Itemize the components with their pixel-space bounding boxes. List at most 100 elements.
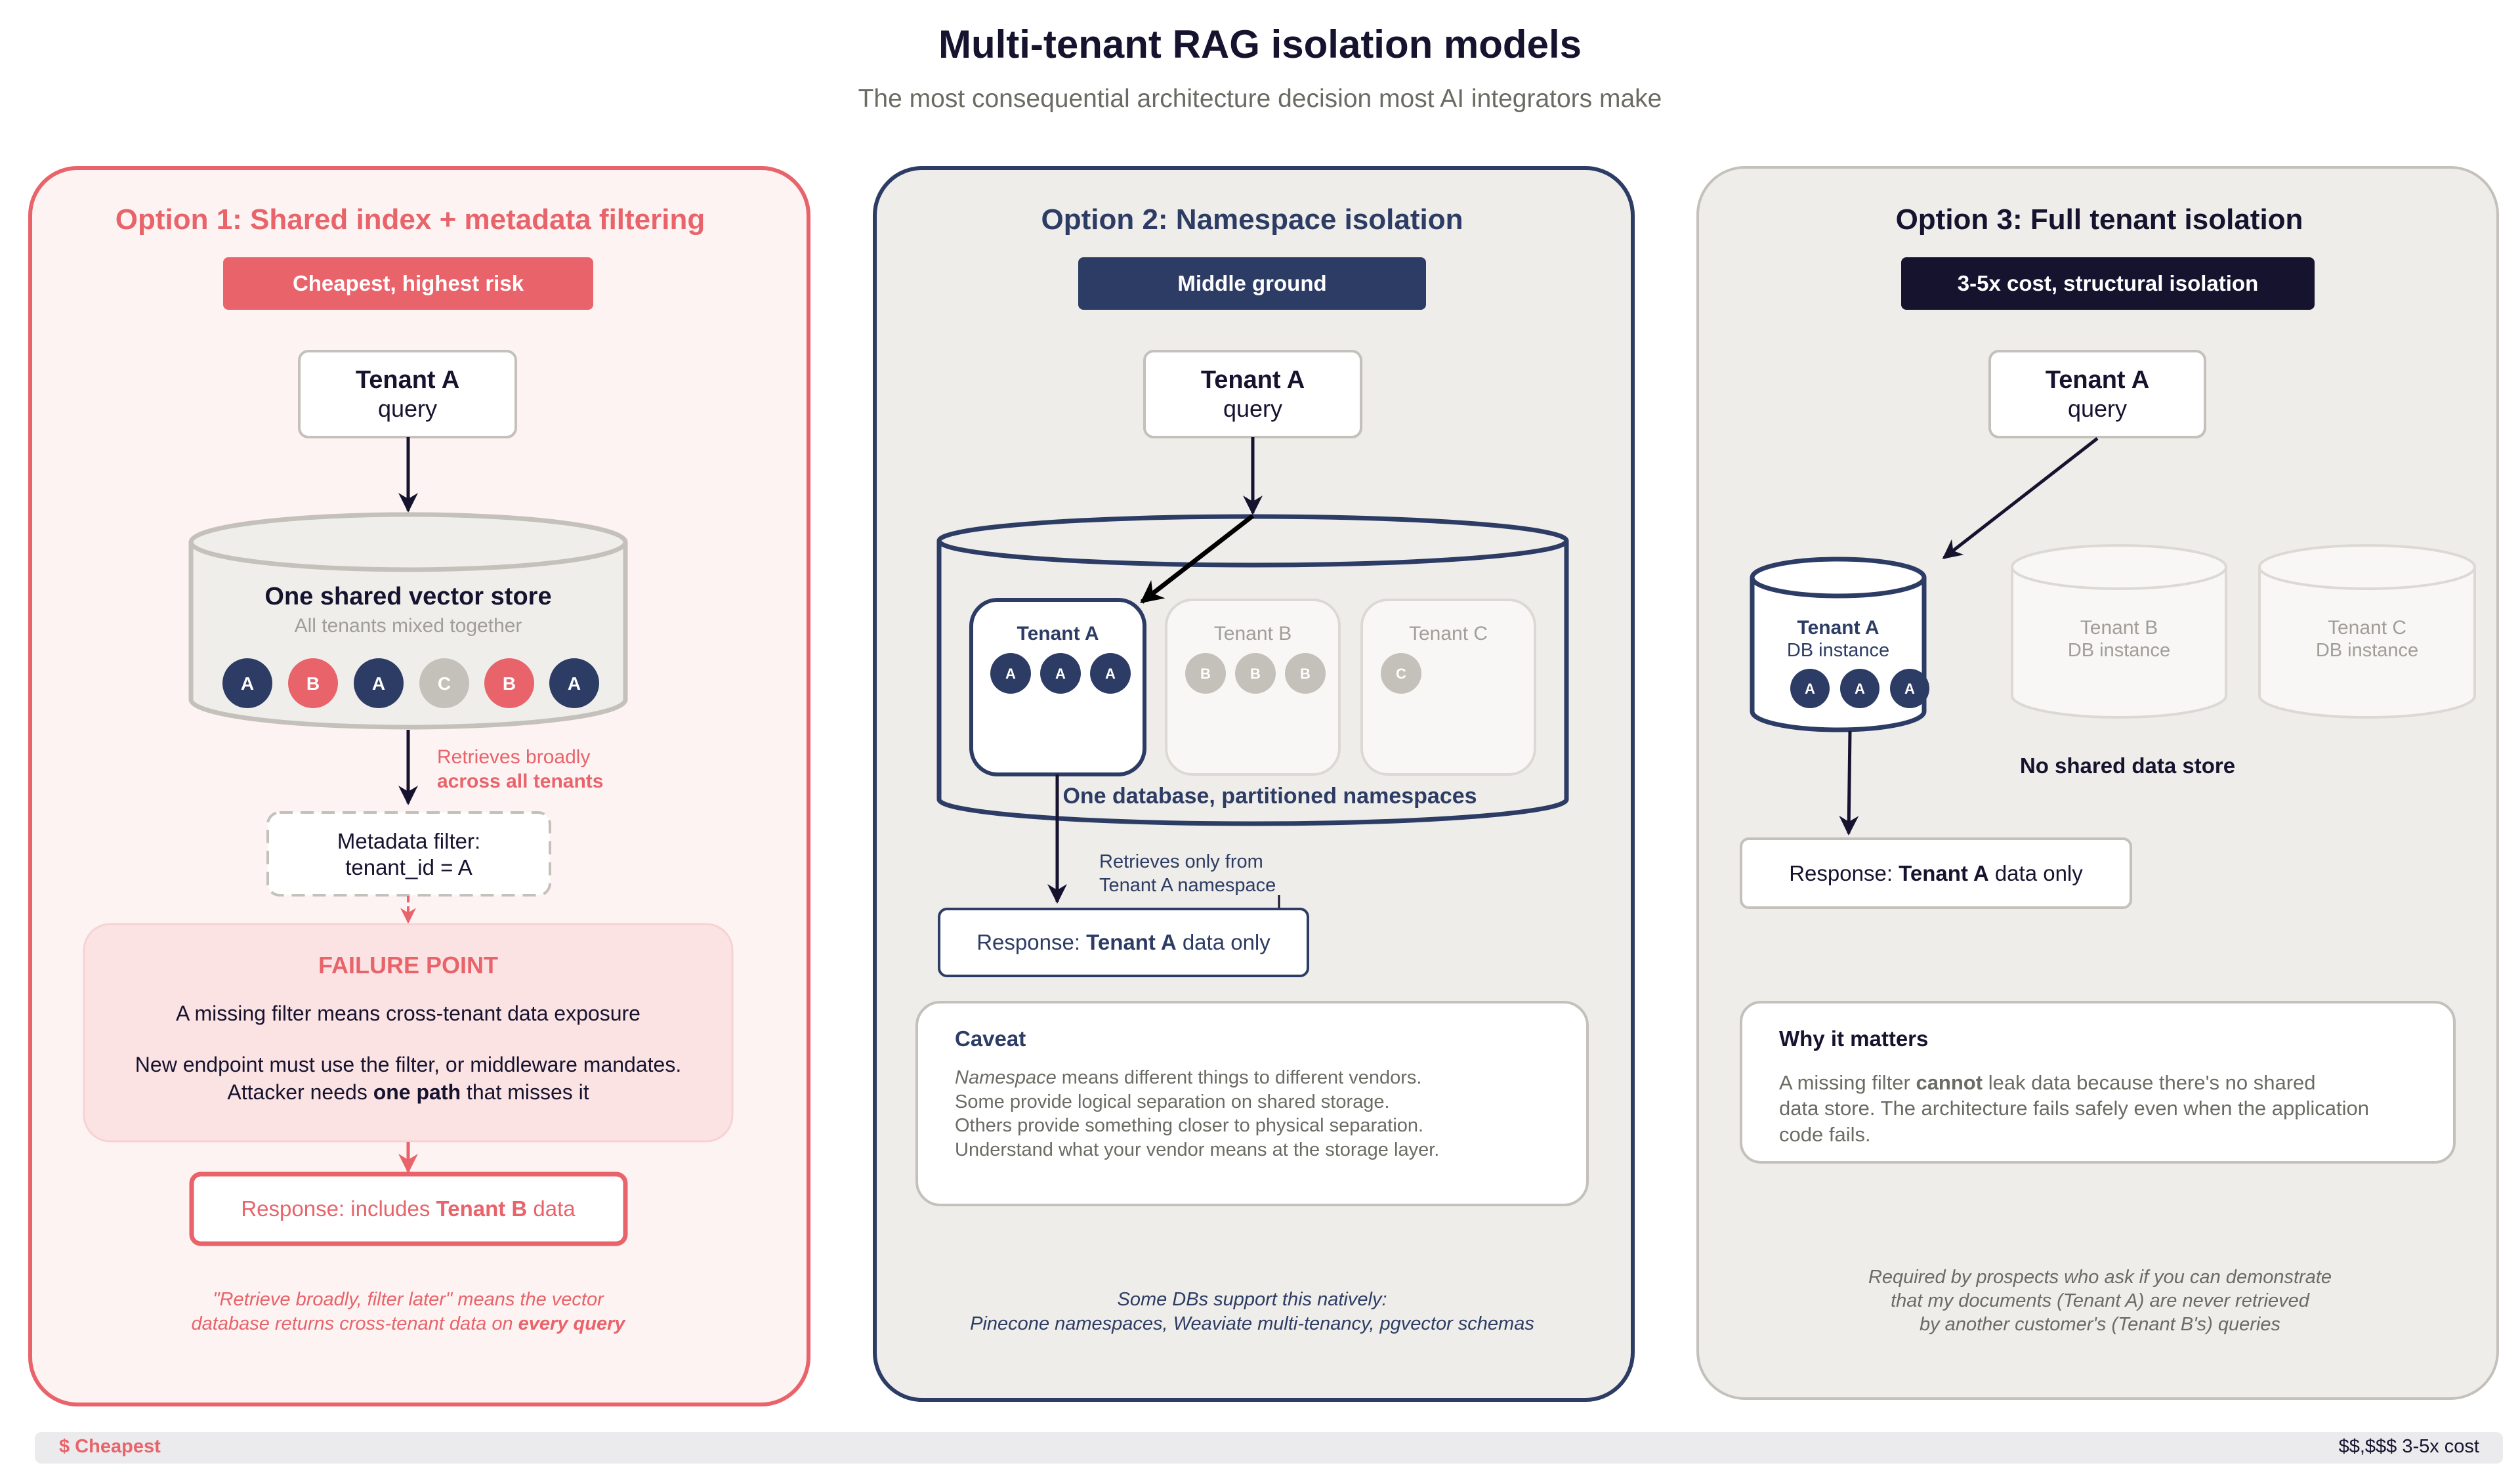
namespace-label: Tenant A	[1017, 623, 1099, 644]
db-instance-tenant-c: Tenant CDB instance	[2258, 544, 2476, 719]
option2-title: Option 2: Namespace isolation	[1041, 203, 1463, 236]
caveat-line1: Namespace means different things to diff…	[955, 1067, 1421, 1088]
instance-label: DB instance	[1787, 640, 1889, 661]
why-title: Why it matters	[1779, 1026, 1928, 1051]
chunk-label: A	[372, 673, 385, 694]
no-shared-store: No shared data store	[2020, 753, 2235, 778]
query-box-tenant: Tenant A	[1201, 366, 1305, 394]
chunk-a: A	[354, 658, 404, 708]
chunk-label: B	[1250, 665, 1261, 682]
chunk-label: A	[568, 673, 581, 694]
chunk-label: B	[1300, 665, 1311, 682]
query-box-label: query	[378, 395, 437, 422]
option2-footnote-line1: Some DBs support this natively:	[1117, 1289, 1387, 1310]
namespace-label: Tenant B	[1214, 623, 1292, 644]
option2-query-box: Tenant A query	[1143, 350, 1362, 438]
chunk-label: B	[306, 673, 320, 694]
instance-label: DB instance	[2068, 640, 2170, 661]
retrieve-note-line1: Retrieves only from	[1099, 851, 1263, 872]
arrow-query-to-instance-a	[1942, 437, 2099, 559]
chunk-a: A	[1090, 653, 1131, 694]
caveat-line4: Understand what your vendor means at the…	[955, 1139, 1439, 1160]
namespace-tenant-b: Tenant B B B B	[1165, 599, 1341, 776]
instance-tenant: Tenant A	[1797, 617, 1880, 639]
chunk-a: A	[1890, 669, 1929, 708]
option2-response-text: Response: Tenant A data only	[976, 930, 1270, 954]
option3-panel: Option 3: Full tenant isolation 3-5x cos…	[1696, 166, 2499, 1400]
query-box-label: query	[2068, 395, 2127, 422]
filter-line1: Metadata filter:	[337, 829, 480, 853]
chunk-b: B	[1235, 653, 1276, 694]
failure-line1: A missing filter means cross-tenant data…	[176, 1002, 640, 1025]
filter-line2: tenant_id = A	[345, 855, 472, 879]
option3-response-box: Response: Tenant A data only	[1740, 837, 2132, 909]
retrieve-note-line1: Retrieves broadly	[437, 746, 590, 768]
why-it-matters-box: Why it matters A missing filter cannot l…	[1740, 1001, 2456, 1164]
chunk-a: A	[1840, 669, 1880, 708]
option3-title: Option 3: Full tenant isolation	[1896, 203, 2303, 236]
chunk-a: A	[1790, 669, 1830, 708]
failure-point-box: FAILURE POINT A missing filter means cro…	[83, 923, 734, 1143]
chunk-a: A	[222, 658, 272, 708]
chunk-a: A	[1040, 653, 1081, 694]
query-box-tenant: Tenant A	[356, 366, 459, 394]
caveat-line2: Some provide logical separation on share…	[955, 1091, 1390, 1112]
chunk-b: B	[484, 658, 534, 708]
chunk-c: C	[1381, 653, 1421, 694]
query-box-label: query	[1223, 395, 1282, 422]
retrieve-note-line2: across all tenants	[437, 771, 603, 792]
namespace-tenant-c: Tenant C C	[1360, 599, 1536, 776]
why-line3: code fails.	[1779, 1123, 1871, 1146]
metadata-filter-box: Metadata filter: tenant_id = A	[266, 811, 551, 897]
retrieve-note-line2: Tenant A namespace	[1099, 875, 1276, 896]
option1-response-box: Response: includes Tenant B data	[189, 1172, 628, 1246]
chunk-a: A	[549, 658, 599, 708]
chunk-label: A	[1005, 665, 1016, 682]
store-title: One shared vector store	[264, 583, 551, 610]
db-instance-tenant-b: Tenant BDB instance	[2011, 544, 2227, 719]
option1-response-text: Response: includes Tenant B data	[241, 1196, 576, 1221]
failure-line3: Attacker needs one path that misses it	[227, 1080, 589, 1104]
chunk-b: B	[1185, 653, 1226, 694]
failure-line2: New endpoint must use the filter, or mid…	[135, 1053, 681, 1076]
chunk-label: C	[1396, 665, 1406, 682]
instance-tenant: Tenant C	[2328, 617, 2406, 639]
option3-query-box: Tenant A query	[1988, 350, 2206, 438]
option3-badge: 3-5x cost, structural isolation	[1901, 257, 2315, 310]
caveat-title: Caveat	[955, 1026, 1026, 1051]
option2-badge: Middle ground	[1078, 257, 1426, 310]
option2-panel: Option 2: Namespace isolation Middle gro…	[873, 166, 1635, 1402]
cost-scale-cheapest: $ Cheapest	[59, 1436, 161, 1457]
option3-footnote-line3: by another customer's (Tenant B's) queri…	[1920, 1314, 2280, 1335]
instance-label: DB instance	[2316, 640, 2418, 661]
chunk-label: C	[438, 673, 451, 694]
option2-response-box: Response: Tenant A data only	[938, 908, 1309, 977]
cost-scale-expensive: $$,$$$ 3-5x cost	[2338, 1436, 2479, 1457]
chunk-a: A	[990, 653, 1031, 694]
cost-scale-bar: $ Cheapest $$,$$$ 3-5x cost	[35, 1432, 2503, 1464]
option3-footnote-line2: that my documents (Tenant A) are never r…	[1891, 1290, 2310, 1311]
arrow-instance-to-response	[1839, 730, 1859, 835]
option1-query-box: Tenant A query	[298, 350, 517, 438]
why-line2: data store. The architecture fails safel…	[1779, 1097, 2369, 1120]
chunk-label: B	[1200, 665, 1211, 682]
store-subtitle: All tenants mixed together	[295, 615, 522, 637]
chunk-c: C	[419, 658, 469, 708]
option3-footnote-line1: Required by prospects who ask if you can…	[1868, 1267, 2332, 1288]
why-line1: A missing filter cannot leak data becaus…	[1779, 1071, 2316, 1094]
shared-vector-store: One shared vector store All tenants mixe…	[188, 512, 628, 730]
chunk-label: B	[503, 673, 516, 694]
chunk-label: A	[241, 673, 254, 694]
chunk-label: A	[1805, 681, 1815, 697]
option1-footnote-line1: "Retrieve broadly, filter later" means t…	[213, 1289, 604, 1310]
namespace-label: Tenant C	[1409, 623, 1488, 644]
chunk-label: A	[1904, 681, 1915, 697]
query-box-tenant: Tenant A	[2046, 366, 2149, 394]
